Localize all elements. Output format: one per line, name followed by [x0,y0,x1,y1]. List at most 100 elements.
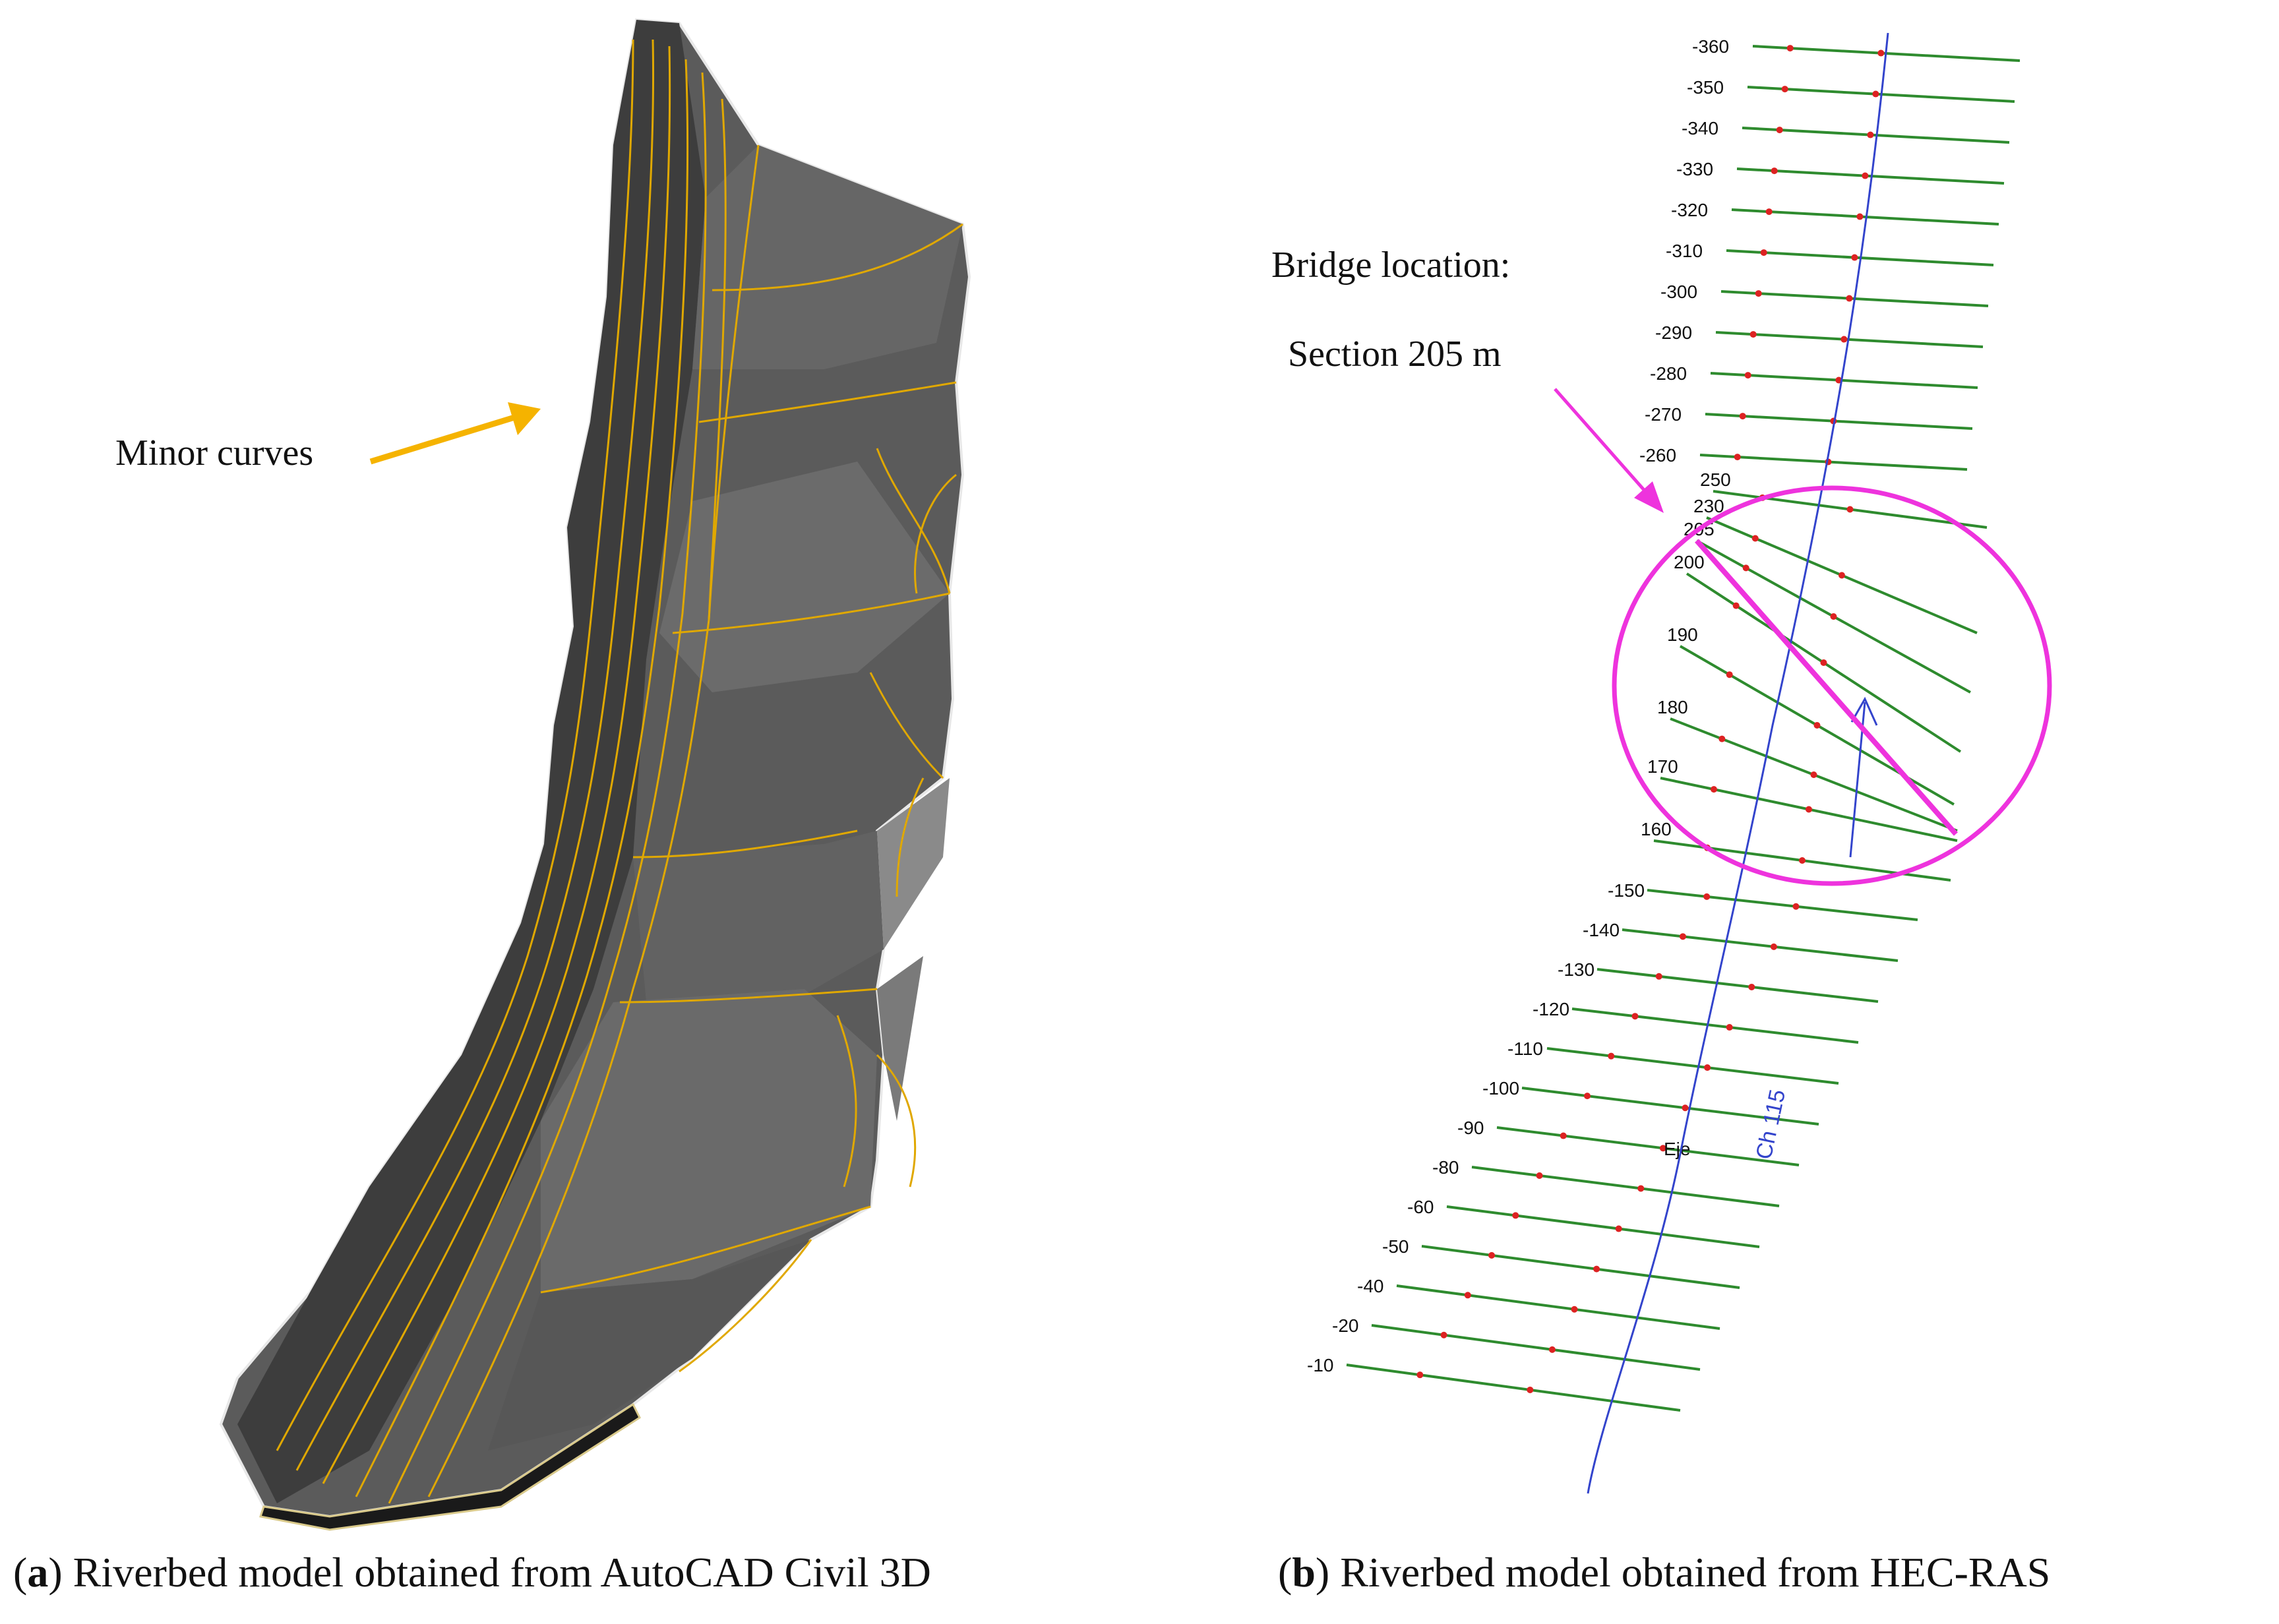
bank-point-80-1 [1637,1185,1645,1192]
surface-facet-light [877,956,923,1121]
section-line-340 [1742,127,2010,144]
bank-point-330-0 [1771,167,1778,175]
bank-point-360-1 [1877,49,1885,57]
section-label-40: -40 [1357,1276,1383,1296]
surface-facet-light [877,778,950,949]
section-line-260 [1699,454,1968,471]
bank-point-40-0 [1464,1292,1471,1299]
bank-point-60-1 [1615,1225,1622,1232]
bank-point-20-0 [1440,1331,1447,1338]
bank-point-200-1 [1820,659,1827,666]
bank-point-310-0 [1760,249,1767,256]
bank-point-280-0 [1744,372,1751,379]
section-label-290: -290 [1655,322,1692,343]
bank-point-350-0 [1781,86,1788,93]
minor-curve-lines [276,39,963,1504]
surface-facet-dark [237,20,706,1503]
surface-facet-mid [692,145,963,369]
riverbed-surface-3d [219,18,971,1531]
bridge-location-label: Bridge location: [1271,245,1511,286]
surface-facet-mid [633,831,884,1002]
bank-point-270-0 [1739,413,1746,420]
bank-point-110-0 [1608,1052,1615,1060]
section-label-80: -80 [1432,1157,1459,1178]
section-label-200: 200 [1674,552,1705,572]
bridge-section-line [1695,539,1958,836]
section-line-40 [1396,1284,1720,1330]
section-line-20 [1371,1324,1701,1371]
section-label-260: -260 [1639,445,1676,466]
bank-point-205-1 [1830,613,1837,620]
caption-a-letter: a [27,1549,49,1596]
section-line-320 [1731,208,1999,226]
bridge-highlight-circle [1612,485,2052,886]
section-label-150: -150 [1608,880,1645,901]
river-centerline [1587,32,1889,1494]
caption-a-text: Riverbed model obtained from AutoCAD Civ… [73,1549,931,1596]
section-line-100 [1521,1087,1819,1126]
section-label-300: -300 [1660,282,1697,302]
bank-point-40-1 [1571,1306,1578,1313]
section-label-130: -130 [1558,959,1595,980]
bank-point-230-0 [1751,535,1759,542]
bank-point-260-0 [1734,454,1741,461]
caption-b-letter: b [1292,1549,1316,1596]
section-label-120: -120 [1533,999,1569,1019]
bank-point-350-1 [1872,90,1879,98]
section-label-330: -330 [1676,159,1713,179]
section-line-290 [1715,331,1984,348]
section-line-110 [1546,1047,1839,1085]
panel-b-hecras-model: -360-350-340-330-320-310-300-290-280-270… [1140,0,2279,1596]
section-label-310: -310 [1666,241,1703,261]
section-label-350: -350 [1687,77,1724,98]
bank-point-140-1 [1770,943,1777,950]
bank-point-310-1 [1851,254,1858,261]
caption-b-text: Riverbed model obtained from HEC-RAS [1340,1549,2051,1596]
section-label-280: -280 [1650,363,1687,384]
section-label-250: 250 [1700,469,1731,490]
bank-point-80-0 [1536,1172,1543,1179]
bank-point-100-0 [1584,1093,1591,1100]
section-label-50: -50 [1382,1236,1409,1257]
section-labels-layer: -360-350-340-330-320-310-300-290-280-270… [1307,36,1731,1375]
hecras-section-plan: -360-350-340-330-320-310-300-290-280-270… [1307,32,2052,1494]
bank-point-250-1 [1846,506,1854,513]
minor-curves-label: Minor curves [115,433,314,473]
section-line-80 [1471,1166,1780,1207]
minor-curves-arrow [369,402,541,465]
bank-point-50-0 [1488,1251,1496,1259]
section-label-60: -60 [1407,1197,1434,1217]
section-label-190: 190 [1667,624,1698,645]
surface-facet-mid [659,462,950,692]
section-line-10 [1346,1364,1681,1412]
section-label-110: -110 [1507,1038,1543,1059]
section-line-90 [1496,1126,1800,1166]
bridge-section-label: Section 205 m [1288,334,1502,375]
bank-point-100-1 [1682,1104,1689,1112]
section-label-270: -270 [1645,404,1682,425]
bank-point-320-0 [1765,208,1773,216]
bank-point-320-1 [1856,213,1864,220]
bank-point-90-0 [1560,1132,1567,1139]
caption-b: (b) Riverbed model obtained from HEC-RAS [1278,1549,2051,1596]
bank-point-360-0 [1786,45,1794,52]
bank-point-60-0 [1512,1212,1519,1219]
caption-a: (a) Riverbed model obtained from AutoCAD… [13,1549,931,1596]
section-label-10: -10 [1307,1355,1333,1375]
bank-point-230-1 [1838,572,1845,579]
section-line-270 [1705,413,1973,430]
bank-point-205-0 [1742,564,1749,572]
bank-points-layer [1416,45,1885,1393]
bank-point-130-0 [1655,973,1662,980]
axis-label-eje: Eje [1664,1139,1690,1159]
bank-point-150-1 [1792,903,1800,910]
bank-point-170-0 [1711,786,1717,793]
surface-facet-mid [541,989,877,1292]
centerline-label: Ch 115 [1751,1087,1790,1162]
bank-point-330-1 [1862,172,1869,179]
section-label-20: -20 [1332,1315,1358,1336]
bank-point-10-0 [1416,1371,1424,1379]
bank-point-300-1 [1846,295,1853,302]
section-label-360: -360 [1692,36,1729,57]
bank-point-10-1 [1527,1386,1534,1393]
